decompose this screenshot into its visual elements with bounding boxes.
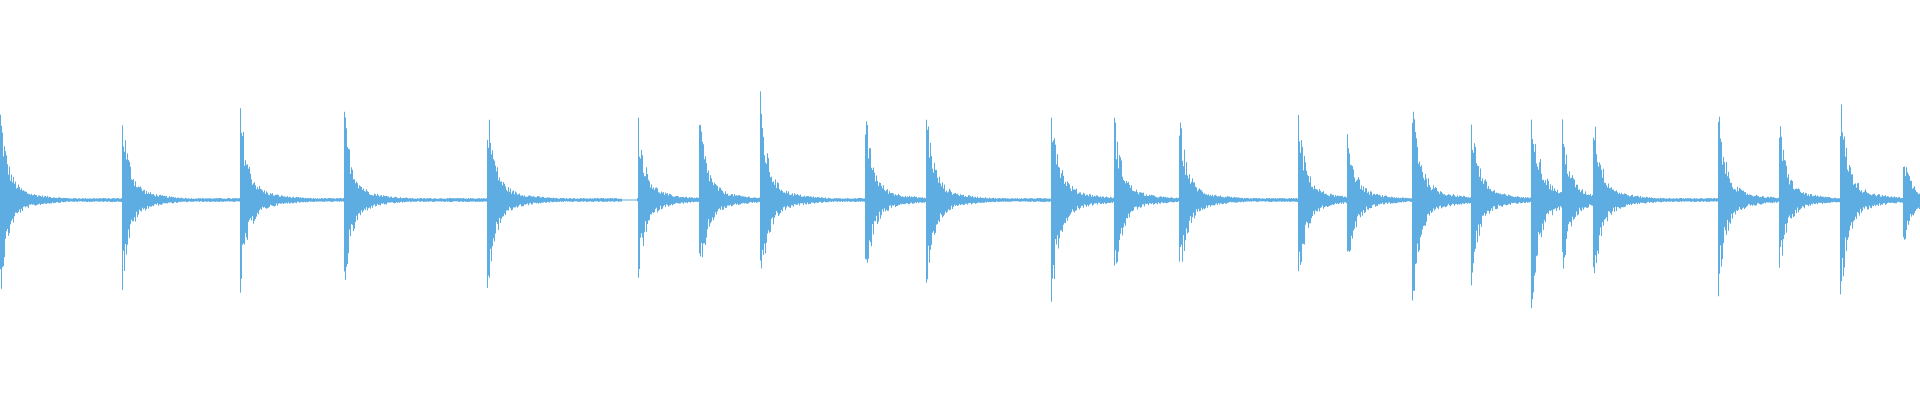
waveform-samples xyxy=(0,91,1920,309)
